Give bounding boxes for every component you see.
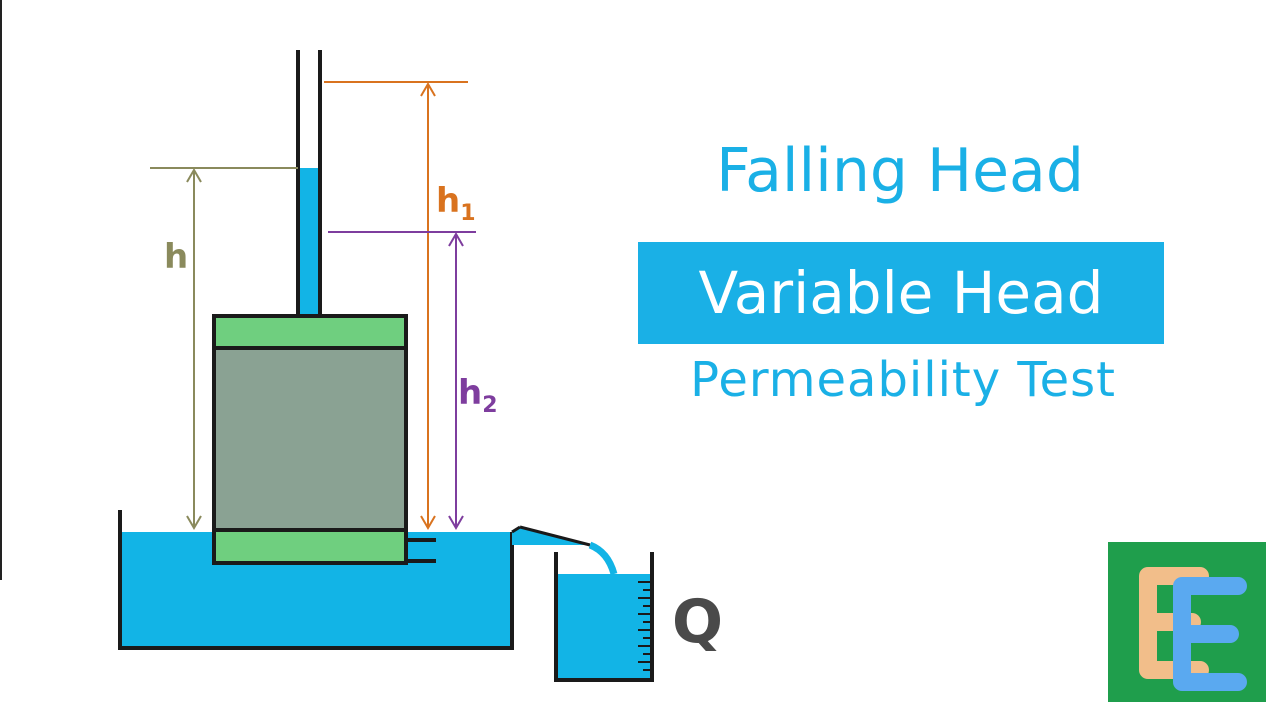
h-arrow-top (186, 168, 202, 183)
title-variable-head-band: Variable Head (638, 242, 1164, 344)
e-logo (1108, 542, 1266, 702)
title-variable-head: Variable Head (698, 259, 1104, 327)
spout-lip (511, 525, 521, 534)
label-h2: h2 (458, 373, 498, 418)
left-edge-border (0, 0, 2, 580)
title-permeability-test: Permeability Test (690, 352, 1116, 408)
bottom-filter-band (212, 528, 408, 565)
label-h1: h1 (436, 181, 476, 226)
soil-sample (212, 346, 408, 532)
title-falling-head: Falling Head (716, 136, 1084, 206)
h-arrow-bottom (186, 515, 202, 530)
label-q-discharge: Q (672, 587, 723, 657)
beaker-water (556, 574, 652, 678)
outflow-stream (588, 541, 618, 576)
h1-arrow-bottom (420, 515, 436, 530)
beaker-graduation-marks (638, 581, 652, 671)
tank-outline (118, 510, 514, 650)
h2-arrow-bottom (448, 515, 464, 530)
top-filter-band (212, 314, 408, 350)
label-h2-sub: 2 (482, 393, 497, 418)
h2-arrow-top (448, 232, 464, 247)
spout-edge (519, 525, 591, 547)
h1-arrow-top (420, 82, 436, 97)
label-h2-main: h (458, 373, 482, 413)
label-h1-sub: 1 (460, 201, 475, 226)
logo-blue-e-icon (1173, 577, 1247, 691)
beaker-outline (554, 552, 654, 682)
label-h: h (164, 237, 188, 277)
label-h1-main: h (436, 181, 460, 221)
standpipe-water (300, 168, 318, 316)
